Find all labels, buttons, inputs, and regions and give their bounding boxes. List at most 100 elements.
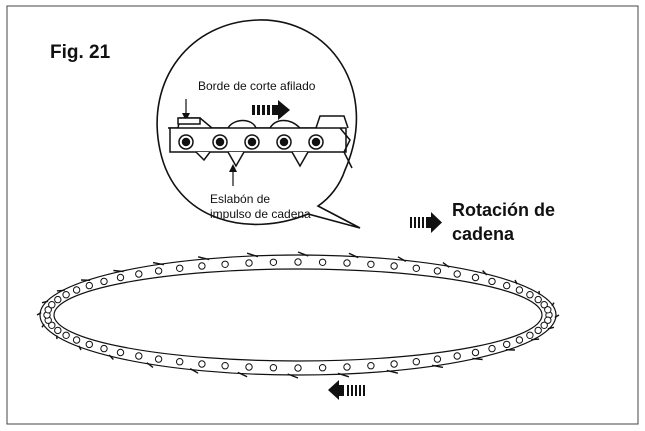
chain-tooth — [442, 262, 450, 268]
chain-tooth — [472, 357, 483, 361]
chain-rivet — [85, 340, 94, 349]
chain-tooth — [514, 279, 518, 285]
chain-tooth — [397, 256, 407, 263]
chain-rivet — [100, 344, 108, 353]
chain-rivet — [116, 348, 125, 357]
chain-rivet — [503, 281, 511, 290]
callout-bottom-pointer — [229, 164, 237, 186]
rotation-label-1: Rotación de — [452, 200, 555, 220]
chain-rivet — [85, 281, 94, 290]
chain-rivet — [48, 301, 56, 309]
chain-rivet — [72, 286, 81, 294]
chain-tooth — [431, 364, 444, 369]
chain-tooth — [146, 362, 154, 368]
chain-tooth — [246, 252, 259, 258]
chain-rivet — [390, 360, 398, 368]
chain-rivet — [269, 258, 278, 266]
chain-tooth — [482, 270, 488, 276]
chain-tooth — [337, 372, 350, 378]
chain-rivet — [44, 306, 52, 314]
chain-rivet — [540, 301, 548, 309]
chain-tooth — [36, 311, 42, 316]
chain-inner-edge — [53, 268, 543, 362]
chain-rivet — [135, 270, 143, 278]
chain-rivet — [48, 321, 56, 329]
chain-rivet — [198, 262, 206, 270]
chain-rivet — [540, 321, 548, 329]
chain-rivet — [544, 306, 552, 314]
chain-rivet — [343, 259, 351, 267]
chain-tooth — [108, 354, 114, 360]
chain-rivet — [62, 331, 70, 339]
chain-tooth — [152, 261, 165, 266]
rotation-arrow-top-icon — [410, 212, 442, 233]
chain-rivet — [154, 267, 163, 275]
chain-rivet — [221, 362, 229, 370]
chain-rivet — [318, 258, 327, 266]
chain-tooth — [113, 269, 124, 273]
chain-outer-edge — [39, 254, 557, 376]
chain-rivet — [433, 355, 442, 363]
chain-rivet — [116, 273, 125, 282]
chain-rivet — [62, 291, 70, 299]
chain-tooth — [554, 314, 560, 319]
chain-tooth — [41, 300, 49, 304]
chain-rivet — [503, 340, 511, 349]
chain-rivet — [294, 258, 302, 266]
chain-rivet — [221, 260, 229, 268]
chain-rivet — [453, 352, 461, 360]
chain-rivet — [453, 270, 461, 278]
chain-tooth — [189, 367, 199, 374]
chain-rivet — [534, 295, 542, 304]
chain-rivet — [534, 326, 542, 335]
chain-tooth — [547, 326, 555, 330]
chain-tooth — [531, 338, 540, 341]
chain-tooth — [551, 302, 555, 307]
chain-tooth — [297, 251, 309, 257]
chain-rivet — [515, 286, 524, 294]
callout-bubble — [156, 19, 361, 229]
chain-rivet — [367, 260, 375, 268]
chain-rivet — [412, 358, 420, 366]
chain-tooth — [348, 252, 359, 259]
chain-rivet — [488, 344, 496, 353]
chain-tooth — [287, 373, 299, 379]
chain-rivet — [154, 355, 163, 363]
chain-tooth — [197, 256, 210, 261]
chain-rivet — [390, 262, 398, 270]
chain-rivet — [488, 277, 496, 286]
chain-rivet — [72, 336, 81, 344]
chain-tooth — [56, 289, 65, 292]
rotation-arrow-bottom-icon — [328, 380, 365, 400]
chain-rivet — [433, 267, 442, 275]
chain-rivet — [318, 364, 327, 372]
chain-rivet — [269, 364, 278, 372]
chain-rivet — [245, 259, 253, 267]
chain-tooth — [41, 323, 45, 328]
figure-frame — [6, 5, 639, 425]
callout-top-label: Borde de corte afilado — [198, 79, 316, 93]
chain-rivet — [54, 295, 62, 304]
chain-tooth — [237, 371, 248, 378]
chain-rivet — [515, 336, 524, 344]
rotation-label-2: cadena — [452, 224, 515, 244]
chain-rivet — [294, 364, 302, 372]
chain-tooth — [78, 345, 82, 351]
chain-rivet — [412, 264, 420, 272]
figure-title: Fig. 21 — [50, 42, 111, 63]
callout-top-pointer — [182, 99, 190, 121]
zoomed-chain-segment — [168, 115, 353, 169]
chain-rivet — [544, 316, 552, 324]
callout-bottom-label-2: impulso de cadena — [210, 207, 311, 221]
chain-loop — [36, 251, 560, 379]
callout-arrow-icon — [252, 100, 290, 120]
chain-rivet — [245, 363, 253, 371]
chain-rivet — [526, 291, 534, 299]
chain-rivet — [135, 352, 143, 360]
chain-rivet — [367, 362, 375, 370]
chain-rivet — [100, 277, 108, 286]
chain-rivet — [343, 363, 351, 371]
chain-rivet — [176, 264, 184, 272]
callout-bottom-label-1: Eslabón de — [210, 192, 270, 206]
